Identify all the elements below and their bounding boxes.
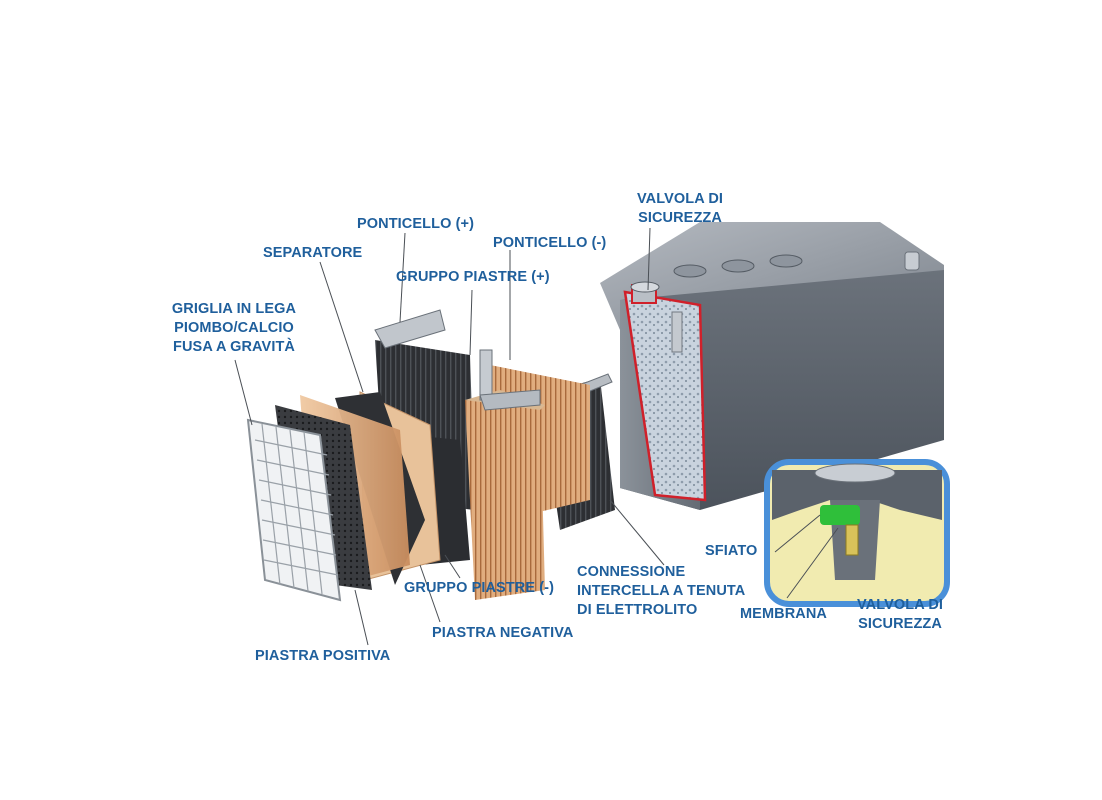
- label-sfiato: SFIATO: [705, 543, 758, 559]
- label-griglia-in-lega: GRIGLIA IN LEGA PIOMBO/CALCIO FUSA A GRA…: [171, 301, 297, 355]
- label-ponticello-negativo: PONTICELLO (-): [493, 235, 607, 251]
- battery-case: [600, 222, 944, 510]
- label-gruppo-piastre-negativo: GRUPPO PIASTRE (-): [404, 580, 555, 596]
- lead-calcium-grid: [246, 418, 342, 602]
- negative-group-front: [465, 400, 545, 600]
- cell-cutaway: [623, 290, 707, 502]
- membrane-shape: [820, 505, 860, 525]
- label-gruppo-piastre-positivo: GRUPPO PIASTRE (+): [396, 269, 550, 285]
- label-valvola-di-sicurezza-top: VALVOLA DI SICUREZZA: [636, 191, 724, 226]
- label-piastra-negativa: PIASTRA NEGATIVA: [432, 625, 574, 641]
- valve-inset: [764, 459, 950, 607]
- label-connessione-intercella: CONNESSIONE INTERCELLA A TENUTA DI ELETT…: [577, 564, 746, 618]
- leader-lines: [234, 227, 839, 646]
- label-separatore: SEPARATORE: [263, 245, 363, 261]
- plate-stack: [246, 309, 615, 602]
- label-ponticello-positivo: PONTICELLO (+): [357, 216, 474, 232]
- label-membrana: MEMBRANA: [740, 606, 827, 622]
- label-piastra-positiva: PIASTRA POSITIVA: [255, 648, 391, 664]
- label-valvola-di-sicurezza-bottom: VALVOLA DI SICUREZZA: [856, 597, 944, 632]
